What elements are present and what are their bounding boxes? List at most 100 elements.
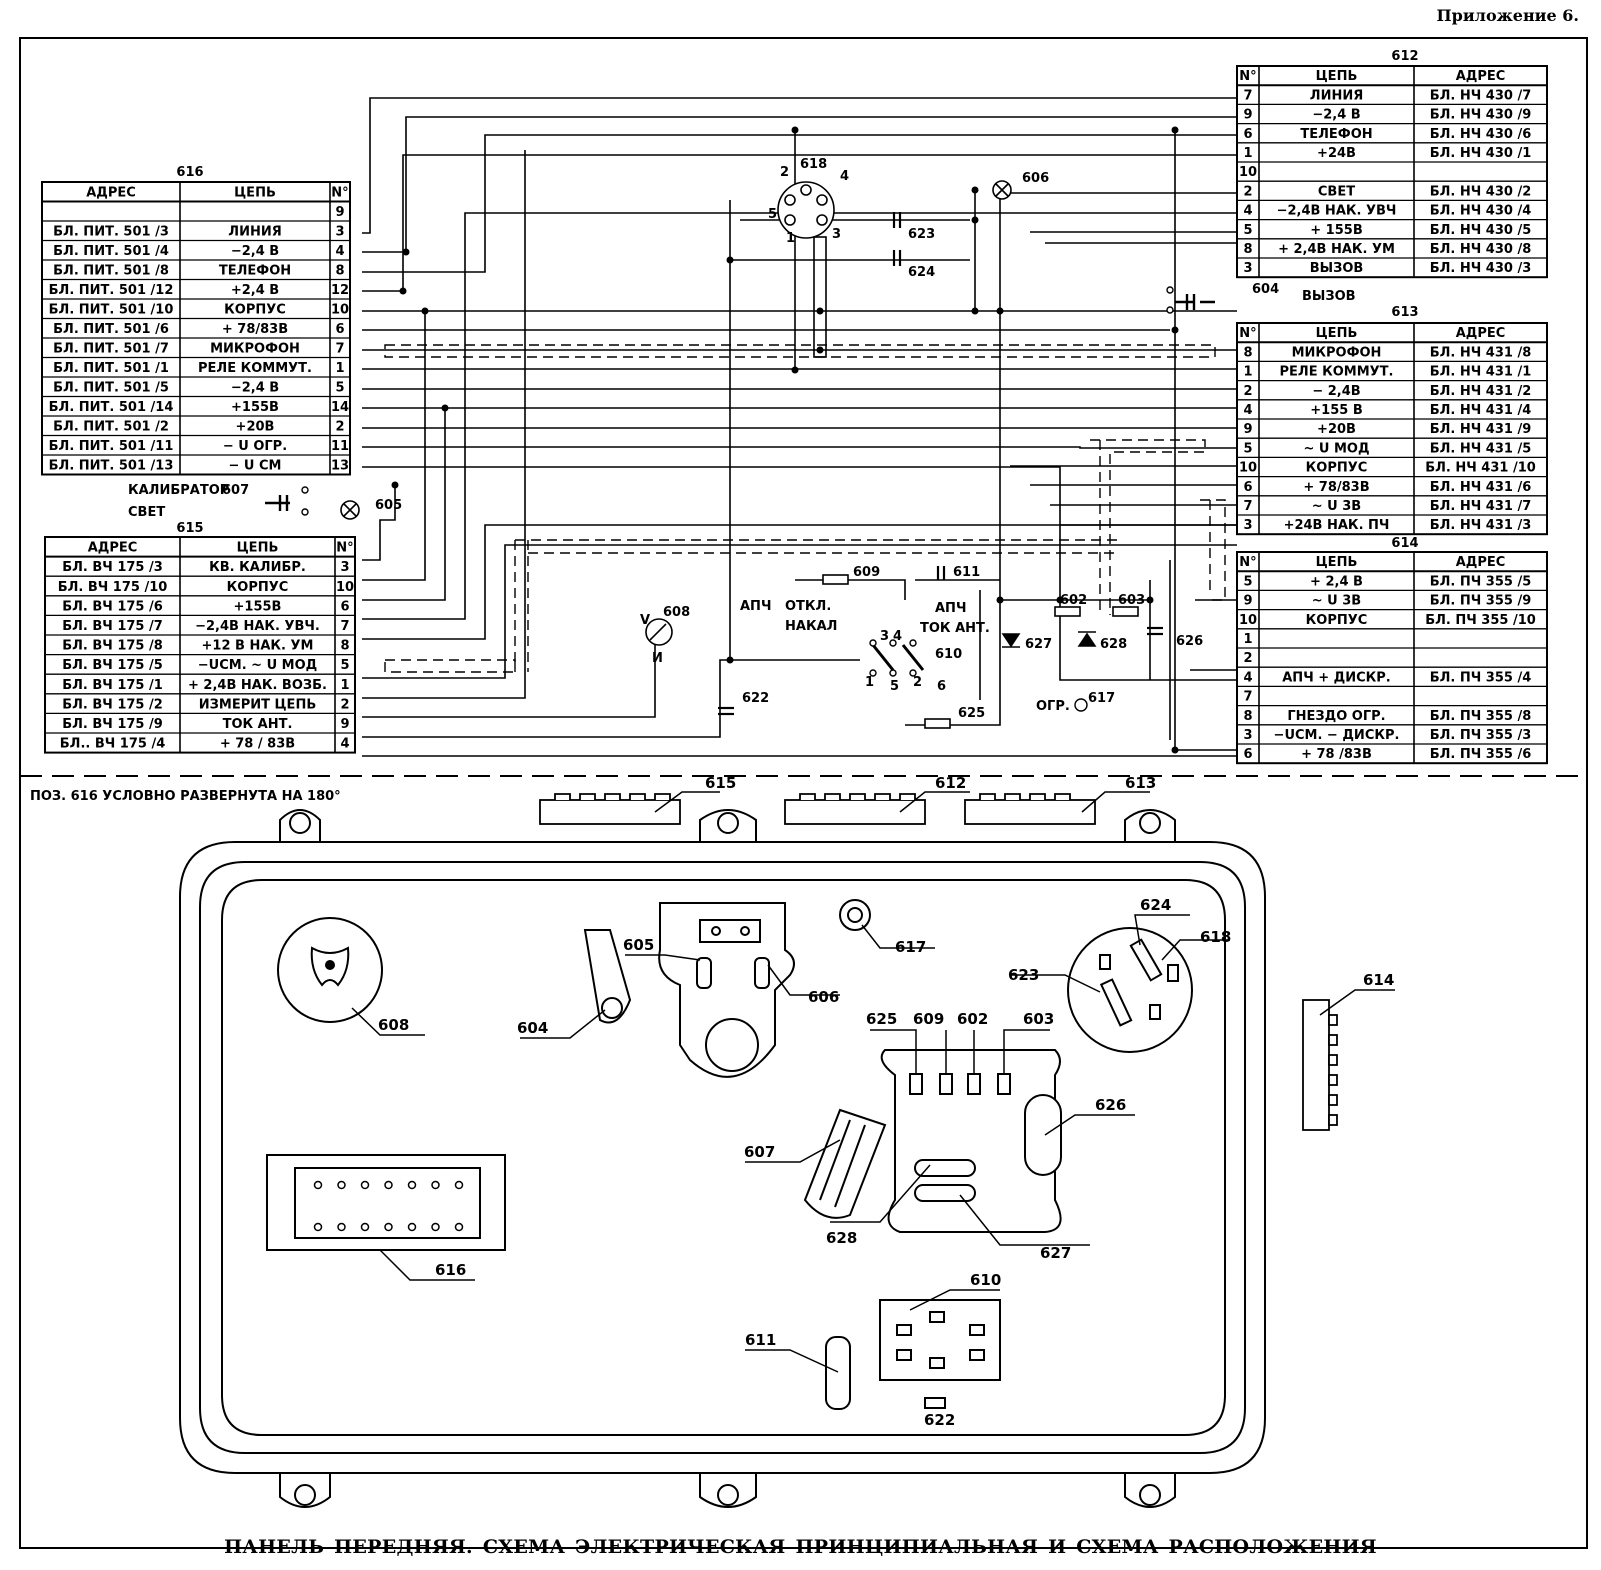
label-618: 618 (800, 157, 827, 172)
table-cell: 8 (1243, 345, 1252, 360)
table-cell: БЛ.. ВЧ 175 /4 (60, 737, 166, 752)
table-cell: − 2,4В (1312, 384, 1360, 399)
table-cell: КОРПУС (224, 303, 286, 318)
table-cell: БЛ. НЧ 430 /9 (1430, 108, 1532, 123)
layout-label-605: 605 (623, 936, 654, 954)
table-cell: КВ. КАЛИБР. (209, 560, 306, 575)
table-cell: 2 (1243, 651, 1252, 666)
table-cell: РЕЛЕ КОММУТ. (1280, 365, 1394, 380)
table-cell: 1 (1243, 632, 1252, 647)
table-cell: БЛ. ПЧ 355 /9 (1430, 594, 1532, 609)
table-cell: БЛ. НЧ 431 /5 (1430, 441, 1532, 456)
table-cell: −2,4В НАК. УВЧ (1277, 204, 1397, 219)
table-cell: 6 (335, 322, 344, 337)
table-cell: 7 (340, 619, 349, 634)
table-cell: 4 (1243, 403, 1252, 418)
label-605: 605 (375, 498, 402, 513)
table-cell: БЛ. НЧ 430 /8 (1430, 242, 1532, 257)
label-vyzov: ВЫЗОВ (1302, 289, 1356, 304)
label-625: 625 (958, 706, 985, 721)
table-cell: КОРПУС (1306, 613, 1368, 628)
label-svet: СВЕТ (128, 505, 165, 520)
table-cell: −2,4В НАК. УВЧ. (195, 619, 320, 634)
table-header-cell: АДРЕС (1456, 555, 1506, 570)
table-cell: БЛ. ВЧ 175 /7 (62, 619, 163, 634)
table-cell: БЛ. ПИТ. 501 /7 (53, 342, 169, 357)
table-cell: 2 (1243, 184, 1252, 199)
table-cell: +20В (236, 420, 275, 435)
table-cell: ~ U 3В (1312, 594, 1361, 609)
table-cell: 9 (1243, 594, 1252, 609)
table-cell: БЛ. ПЧ 355 /10 (1425, 613, 1536, 628)
pin-616 (360, 1222, 370, 1232)
layout-label-618: 618 (1200, 928, 1231, 946)
table-cell: ~ U 3В (1312, 499, 1361, 514)
label-meter-i: И (652, 651, 663, 666)
table-cell: БЛ. НЧ 430 /4 (1430, 204, 1532, 219)
label-624: 624 (908, 265, 935, 280)
label-otkl: ОТКЛ. (785, 599, 831, 614)
table-cell: БЛ. ПИТ. 501 /10 (49, 303, 174, 318)
table-cell: 5 (335, 381, 344, 396)
table-cell: БЛ. ПЧ 355 /8 (1430, 709, 1532, 724)
layout-label-617: 617 (895, 938, 926, 956)
label-tok-ant: ТОК АНТ. (920, 621, 990, 636)
table-cell: БЛ. НЧ 431 /2 (1430, 384, 1532, 399)
table-cell: −2,4 В (1312, 108, 1360, 123)
table-cell: 1 (340, 678, 349, 693)
table-cell: ТОК АНТ. (223, 717, 293, 732)
table-cell: 10 (1239, 461, 1257, 476)
table-cell: 11 (331, 439, 349, 454)
table-cell: 8 (340, 639, 349, 654)
table-cell: БЛ. ВЧ 175 /10 (58, 580, 168, 595)
table-cell: 6 (1243, 480, 1252, 495)
table-cell: БЛ. ПИТ. 501 /13 (49, 459, 174, 474)
table-cell: МИКРОФОН (210, 342, 300, 357)
pin-616 (431, 1222, 440, 1232)
table-cell: +2,4 В (231, 283, 279, 298)
layout-label-613: 613 (1125, 774, 1156, 792)
table-cell: КОРПУС (227, 580, 289, 595)
label-pin1: 1 (786, 231, 795, 246)
label-607: 607 (222, 483, 249, 498)
pin-616 (360, 1180, 370, 1190)
table-header-cell: N° (1239, 555, 1256, 570)
pin-616 (454, 1222, 464, 1232)
table-header-cell: ЦЕПЬ (1316, 69, 1358, 84)
table-cell: БЛ. НЧ 431 /6 (1430, 480, 1532, 495)
table-cell: 3 (340, 560, 349, 575)
table-cell: 6 (1243, 127, 1252, 142)
table-cell: БЛ. НЧ 431 /4 (1430, 403, 1532, 418)
table-cell: + 2,4 В (1310, 574, 1363, 589)
table-header-cell: N° (336, 541, 353, 556)
table-cell: БЛ. ВЧ 175 /1 (62, 678, 163, 693)
table-cell: 10 (331, 303, 349, 318)
layout-label-628: 628 (826, 1229, 857, 1247)
table-cell: БЛ. ВЧ 175 /5 (62, 658, 163, 673)
table-cell: БЛ. НЧ 430 /1 (1430, 146, 1532, 161)
label-sw5: 5 (890, 679, 899, 694)
table-cell: БЛ. НЧ 431 /7 (1430, 499, 1532, 514)
label-sw1: 1 (865, 675, 874, 690)
label-611: 611 (953, 565, 980, 580)
table-cell: 3 (335, 225, 344, 240)
table-header-cell: ЦЕПЬ (237, 541, 279, 556)
label-610: 610 (935, 647, 962, 662)
table-cell: 2 (335, 420, 344, 435)
table-cell: БЛ. ПИТ. 501 /11 (49, 439, 174, 454)
table-cell: БЛ. ВЧ 175 /6 (62, 599, 163, 614)
table-cell: БЛ. ВЧ 175 /8 (62, 639, 163, 654)
table-cell: ВЫЗОВ (1310, 261, 1364, 276)
table-header-cell: АДРЕС (86, 186, 136, 201)
layout-label-610: 610 (970, 1271, 1001, 1289)
tube-socket-618 (777, 181, 835, 358)
table-cell: ТЕЛЕФОН (1300, 127, 1372, 142)
table-cell: 6 (1243, 747, 1252, 762)
table-cell: 9 (1243, 422, 1252, 437)
table-cell: БЛ. ПЧ 355 /5 (1430, 574, 1532, 589)
table-cell: + 78 /83В (1301, 747, 1372, 762)
